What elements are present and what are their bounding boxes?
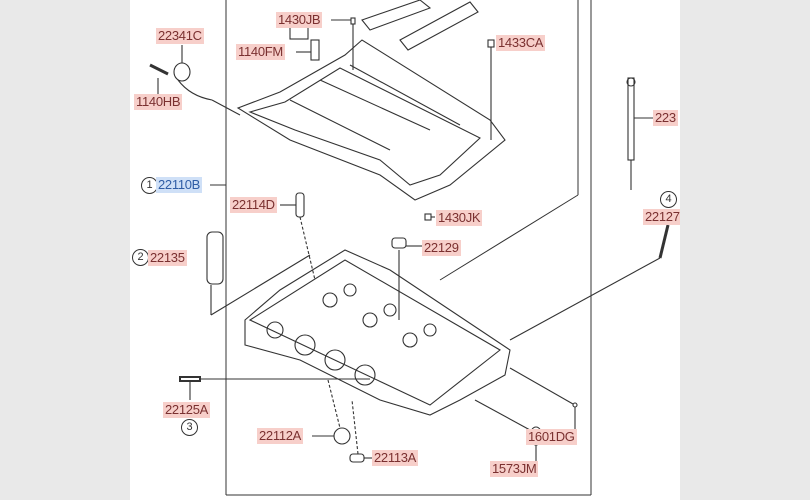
assembly-frame — [210, 0, 592, 496]
part-label-1140HB[interactable]: 1140HB — [134, 94, 183, 110]
callout-3: 3 — [181, 419, 198, 436]
cylinder-head — [244, 249, 511, 416]
part-label-22125A[interactable]: 22125A — [163, 402, 211, 418]
small-parts — [149, 17, 670, 465]
part-label-1601DG[interactable]: 1601DG — [526, 429, 577, 445]
part-label-22112A[interactable]: 22112A — [257, 428, 304, 444]
callout-2: 2 — [132, 249, 149, 266]
part-label-22114D[interactable]: 22114D — [230, 197, 277, 213]
part-label-223[interactable]: 223 — [653, 110, 678, 126]
part-label-22113A[interactable]: 22113A — [372, 450, 419, 466]
part-label-1433CA[interactable]: 1433CA — [496, 35, 546, 51]
camshaft-carrier — [236, 0, 506, 201]
engine-exploded-view — [149, 0, 670, 496]
part-label-1430JB[interactable]: 1430JB — [276, 12, 323, 28]
part-label-1430JK[interactable]: 1430JK — [436, 210, 483, 226]
part-label-22129[interactable]: 22129 — [422, 240, 461, 256]
part-label-22110B[interactable]: 22110B — [156, 177, 203, 193]
part-label-1573JM[interactable]: 1573JM — [490, 461, 539, 477]
part-label-22135[interactable]: 22135 — [148, 250, 187, 266]
part-label-1140FM[interactable]: 1140FM — [236, 44, 285, 60]
part-label-22341C[interactable]: 22341C — [156, 28, 204, 44]
callout-4: 4 — [660, 191, 677, 208]
part-label-22127[interactable]: 22127 — [643, 209, 680, 225]
parts-diagram: 1430JB 22341C 1140FM 1433CA 1140HB 223 1… — [130, 0, 680, 500]
